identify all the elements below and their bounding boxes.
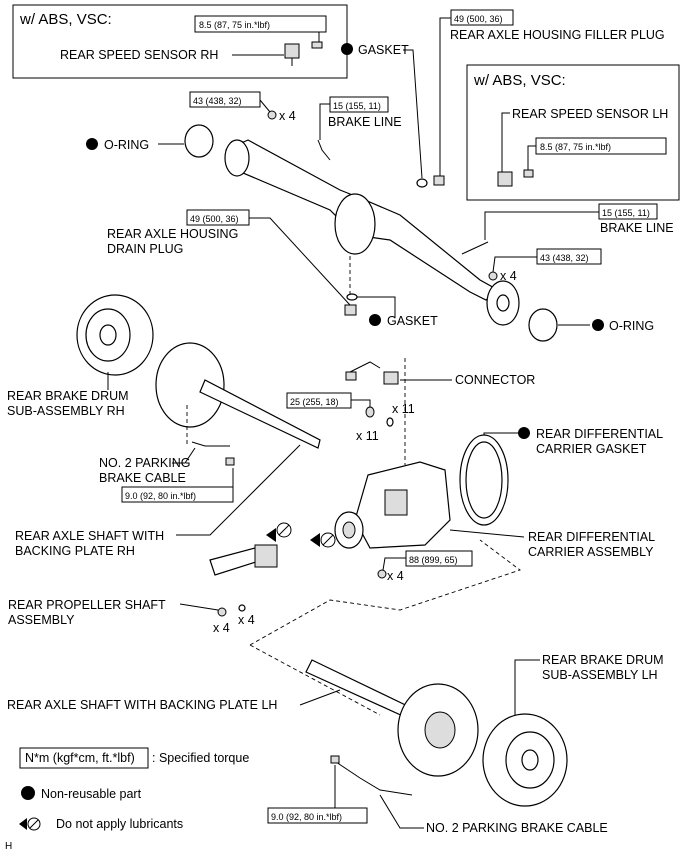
no-lube-icon [266,522,292,542]
nonreusable-icon [21,786,35,800]
label-sensor-lh: REAR SPEED SENSOR LH [512,107,668,121]
label-axle-rh-2: BACKING PLATE RH [15,544,135,558]
brake-drum-rh-part [76,294,154,376]
label-brake-line-rh: BRAKE LINE [328,115,402,129]
torque-box-cable-lh [267,807,368,824]
label-sensor-rh: REAR SPEED SENSOR RH [60,48,218,62]
label-drum-rh-1: REAR BRAKE DRUM [7,389,129,403]
axle-housing [224,139,520,326]
legend-no-lube: Do not apply lubricants [56,817,183,831]
count-x11-a: x 11 [392,402,415,416]
o-ring-right-part [528,308,558,342]
torque-cable-lh: 9.0 (92, 80 in.*lbf) [271,812,342,822]
count-x4-prop-b: x 4 [238,613,255,627]
footer-letter: H [5,841,12,852]
label-cable-lh: NO. 2 PARKING BRAKE CABLE [426,821,608,835]
nut-lh-part [488,271,498,281]
torque-box-cable-rh [121,486,234,503]
legend-torque-box-text: N*m (kgf*cm, ft.*lbf) [25,751,135,765]
label-gasket-bottom: GASKET [387,314,438,328]
filler-plug-part [433,175,445,186]
sensor-lh-part [497,169,534,187]
abs-rh-frame [12,4,348,79]
legend-nonreusable: Non-reusable part [41,787,142,801]
abs-rh-title: w/ ABS, VSC: [19,11,112,28]
label-drum-rh-2: SUB-ASSEMBLY RH [7,404,125,418]
legend-torque-text: : Specified torque [152,751,249,765]
torque-cable-rh: 9.0 (92, 80 in.*lbf) [125,491,196,501]
axle-shaft-rh-part [155,342,321,449]
nut-rh-part [267,110,277,120]
torque-brake-lh: 15 (155, 11) [602,208,650,218]
label-diff-2: CARRIER ASSEMBLY [528,545,654,559]
label-filler-plug: REAR AXLE HOUSING FILLER PLUG [450,28,665,42]
label-drain-1: REAR AXLE HOUSING [107,227,238,241]
nonreusable-icon [341,43,353,55]
count-nut-rh: x 4 [279,109,296,123]
connector-part [345,361,399,385]
gasket-top-part [416,178,428,188]
torque-box-nut-rh [189,91,261,108]
abs-lh-title: w/ ABS, VSC: [473,72,566,89]
nonreusable-icon [592,319,604,331]
label-drum-lh-1: REAR BRAKE DRUM [542,653,664,667]
label-o-ring-left: O-RING [104,138,149,152]
torque-brake-rh: 15 (155, 11) [333,101,381,111]
parking-cable-lh-part [335,761,413,796]
axle-shaft-lh-part [305,659,479,777]
torque-drain: 49 (500, 36) [190,214,239,224]
torque-sensor-lh: 8.5 (87, 75 in.*lbf) [540,142,611,152]
torque-nut-rh: 43 (438, 32) [193,96,242,106]
label-axle-lh: REAR AXLE SHAFT WITH BACKING PLATE LH [7,698,277,712]
label-cable-rh-1: NO. 2 PARKING [99,456,190,470]
count-x11-b: x 11 [356,429,379,443]
nonreusable-icon [369,314,381,326]
drain-plug-part [344,304,357,316]
no-lube-icon [310,532,336,548]
torque-carrier-bolt: 25 (255, 18) [290,397,339,407]
count-x4-carrier: x 4 [387,569,404,583]
parking-cable-rh-part [191,441,230,447]
count-nut-lh: x 4 [500,269,517,283]
torque-box-sensor-rh [194,15,327,33]
propeller-shaft-part [209,544,278,576]
label-axle-rh-1: REAR AXLE SHAFT WITH [15,529,164,543]
label-drain-2: DRAIN PLUG [107,242,183,256]
nonreusable-icon [518,427,530,439]
o-ring-left-part [184,124,214,158]
label-propeller-2: ASSEMBLY [8,613,75,627]
label-gasket-top: GASKET [358,43,409,57]
sensor-rh-part [284,41,323,66]
diff-carrier-part [334,461,451,549]
label-carrier-gasket-2: CARRIER GASKET [536,442,647,456]
label-propeller-1: REAR PROPELLER SHAFT [8,598,166,612]
legend-torque-box [19,747,149,769]
brake-drum-lh-part [482,713,568,807]
label-o-ring-right: O-RING [609,319,654,333]
no-lube-icon [19,817,41,831]
torque-nut-lh: 43 (438, 32) [540,253,589,263]
abs-lh-frame [466,64,680,201]
label-carrier-gasket-1: REAR DIFFERENTIAL [536,427,663,441]
label-brake-line-lh: BRAKE LINE [600,221,674,235]
brake-line-rh-part [317,139,331,161]
label-cable-rh-2: BRAKE CABLE [99,471,186,485]
count-x4-prop-a: x 4 [213,621,230,635]
torque-carrier-nut: 88 (899, 65) [409,555,458,565]
torque-sensor-rh: 8.5 (87, 75 in.*lbf) [199,20,270,30]
label-connector: CONNECTOR [455,373,535,387]
label-diff-1: REAR DIFFERENTIAL [528,530,655,544]
torque-filler: 49 (500, 36) [454,14,503,24]
label-drum-lh-2: SUB-ASSEMBLY LH [542,668,658,682]
brake-line-lh-part [461,241,489,255]
nonreusable-icon [86,138,98,150]
gasket-bottom-part [346,293,358,301]
